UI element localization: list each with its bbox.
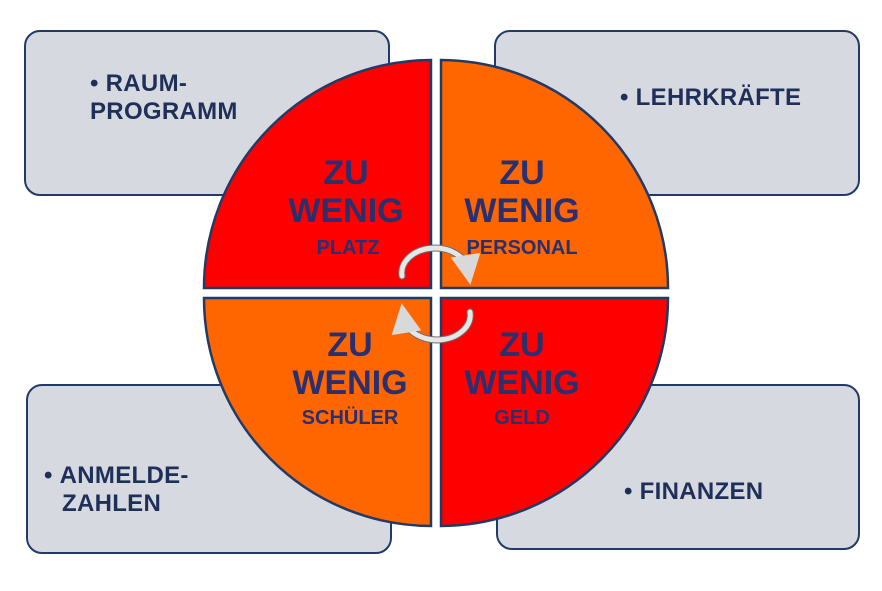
bullet: • <box>44 462 53 489</box>
box-raumprogramm-label: • RAUM- PROGRAMM <box>90 70 238 126</box>
label-line-1: ANMELDE- <box>59 462 189 489</box>
label-line-2: ZAHLEN <box>62 490 162 517</box>
q-tr-line1: ZU <box>499 154 544 192</box>
bullet: • <box>90 70 99 97</box>
q-bl-line1: ZU <box>327 326 372 364</box>
q-bl-line2: WENIG <box>292 364 407 402</box>
q-tl-line2: WENIG <box>288 192 403 230</box>
quadrant-top-left <box>202 58 433 290</box>
label-line-2: PROGRAMM <box>90 98 238 125</box>
q-bl-line3: SCHÜLER <box>302 406 399 429</box>
box-anmeldezahlen-label: • ANMELDE- ZAHLEN <box>44 462 189 518</box>
circular-arrows-icon <box>391 244 481 344</box>
q-br-line3: GELD <box>494 407 550 429</box>
bullet: • <box>620 84 629 111</box>
quadrant-top-right <box>439 58 670 290</box>
q-tr-line2: WENIG <box>464 192 579 230</box>
label-line-1: LEHRKRÄFTE <box>635 84 802 111</box>
q-br-line1: ZU <box>499 326 544 364</box>
q-tr-line3: PERSONAL <box>466 237 577 259</box>
bullet: • <box>624 478 633 505</box>
q-tl-line3: PLATZ <box>317 237 380 259</box>
q-tl-line1: ZU <box>323 154 368 192</box>
quadrant-bottom-right <box>439 296 670 528</box>
label-line-1: RAUM- <box>105 70 188 97</box>
box-lehrkraefte-label: • LEHRKRÄFTE <box>620 84 801 112</box>
quadrant-bottom-left <box>202 296 433 528</box>
box-finanzen-label: • FINANZEN <box>624 478 763 506</box>
q-br-line2: WENIG <box>464 364 579 402</box>
label-line-1: FINANZEN <box>639 478 764 505</box>
